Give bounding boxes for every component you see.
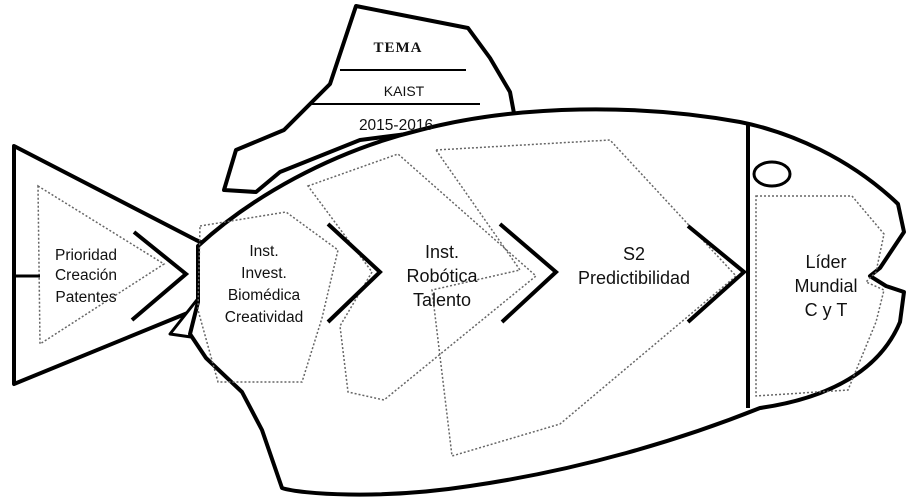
stage3-label-line: S2 [623, 244, 645, 264]
header-period: 2015-2016 [359, 117, 433, 134]
tail-segment-box [37, 184, 166, 346]
eye [752, 160, 792, 188]
stage2-label-line: Robótica [406, 266, 478, 286]
chevron-arrow-icon [326, 222, 383, 324]
tail-label-line: Prioridad [55, 247, 117, 264]
head-label-line: C y T [805, 300, 848, 320]
header-subject: KAIST [384, 83, 425, 99]
fish-body [188, 107, 906, 497]
head-segment-box [755, 195, 885, 397]
stage1-segment-box [197, 211, 339, 383]
stage2-label-line: Talento [413, 290, 471, 310]
head-label-line: Mundial [794, 276, 857, 296]
stage1-label-line: Inst. [249, 243, 278, 260]
header-title: TEMA [374, 40, 423, 56]
chevron-arrow-icon [498, 222, 560, 324]
chevron-arrow-icon [130, 230, 190, 322]
stage2-label-line: Inst. [425, 242, 459, 262]
stage3-segment-box [431, 139, 738, 457]
dorsal-fin [222, 4, 518, 194]
stage1-label-line: Creatividad [225, 309, 303, 326]
stage1-label-line: Biomédica [228, 287, 301, 304]
stage1-label-line: Invest. [241, 265, 287, 282]
tail-label-line: Patentes [55, 289, 116, 306]
head-label-line: Líder [805, 252, 846, 272]
stage3-label-line: Predictibilidad [578, 268, 690, 288]
chevron-arrow-icon [686, 224, 748, 324]
tail-label-line: Creación [55, 267, 117, 284]
